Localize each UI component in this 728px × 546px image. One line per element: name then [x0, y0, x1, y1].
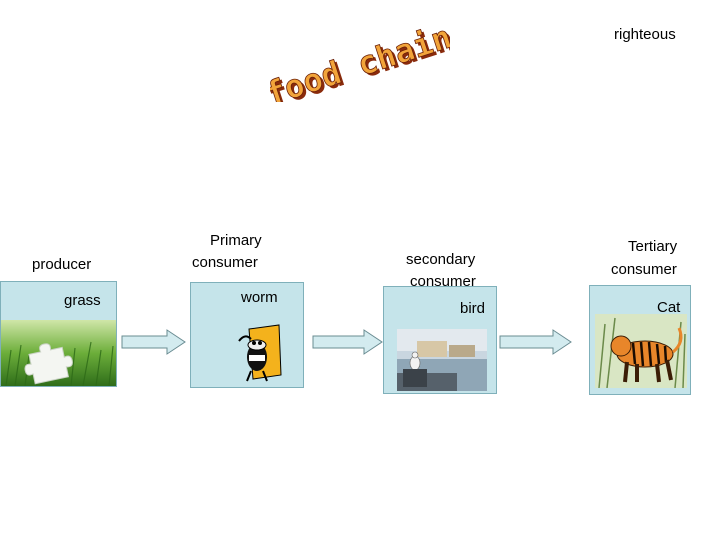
primary-consumer-box: worm	[190, 282, 304, 388]
arrow-1	[121, 329, 187, 355]
tertiary-consumer-box: Cat	[589, 285, 691, 395]
secondary-consumer-box: bird	[383, 286, 497, 394]
grass-puzzle-picture	[1, 320, 116, 386]
seagull-harbor-picture	[397, 329, 487, 391]
corner-note: righteous	[614, 26, 676, 43]
secondary-label-line2: consumer	[410, 273, 476, 290]
worm-cartoon-picture	[238, 324, 282, 382]
title-wordart: food chain food chain	[270, 22, 450, 102]
primary-label-line2: consumer	[192, 254, 258, 271]
primary-label-line1: Primary	[210, 232, 262, 249]
tertiary-label-line1: Tertiary	[628, 238, 678, 255]
diagram-title: food chain food chain	[270, 22, 450, 102]
grass-label: grass	[64, 292, 101, 309]
tiger-picture	[595, 314, 687, 388]
arrow-3	[499, 329, 573, 355]
cat-label: Cat	[657, 299, 681, 316]
worm-label: worm	[241, 289, 278, 306]
secondary-label-line1: secondary	[406, 251, 476, 268]
title-text: food chain	[270, 22, 450, 102]
producer-box: grass	[0, 281, 117, 387]
arrow-2	[312, 329, 384, 355]
bird-label: bird	[460, 300, 486, 317]
producer-label: producer	[32, 256, 92, 273]
tertiary-label-line2: consumer	[611, 261, 677, 278]
